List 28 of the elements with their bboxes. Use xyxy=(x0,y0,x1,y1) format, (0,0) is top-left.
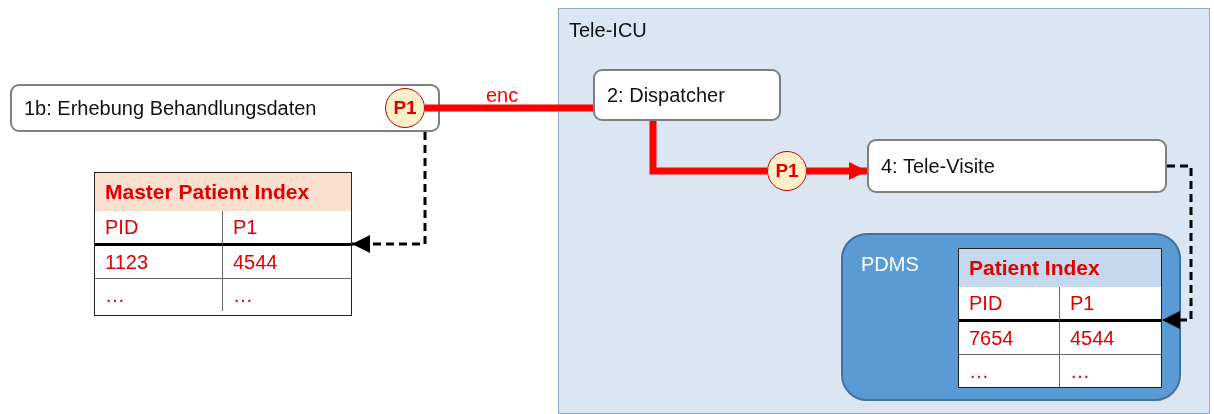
column-header: PID xyxy=(959,287,1060,322)
arrow xyxy=(807,162,867,180)
table-cell: … xyxy=(959,355,1060,387)
table-cell: 4544 xyxy=(223,246,351,279)
process-box: 2: Dispatcher xyxy=(593,69,781,121)
table-cell: 7654 xyxy=(959,322,1060,355)
region-title: Tele-ICU xyxy=(569,19,647,42)
panel-title: PDMS xyxy=(861,253,919,276)
system-panel xyxy=(841,233,1181,401)
arrow xyxy=(1162,164,1193,329)
zone-region xyxy=(558,8,1210,414)
table-title: Master Patient Index xyxy=(95,173,351,211)
table-cell: 4544 xyxy=(1060,322,1161,355)
table-cell: … xyxy=(95,279,223,311)
process-box: 1b: Erhebung Behandlungsdaten P1 xyxy=(10,84,440,132)
column-header: P1 xyxy=(223,211,351,246)
table-title: Patient Index xyxy=(959,249,1161,287)
table-cell-text: … xyxy=(1069,359,1091,384)
column-header: PID xyxy=(95,211,223,246)
table-cell: 1123 xyxy=(95,246,223,279)
index-table xyxy=(958,248,1162,388)
token-circle: P1 xyxy=(767,151,807,191)
table-cell-text: … xyxy=(232,283,254,308)
index-table xyxy=(94,172,352,316)
arrow xyxy=(352,132,427,253)
process-box: 4: Tele-Visite xyxy=(867,139,1167,193)
token-circle: P1 xyxy=(385,88,425,128)
column-header: P1 xyxy=(1060,287,1161,322)
